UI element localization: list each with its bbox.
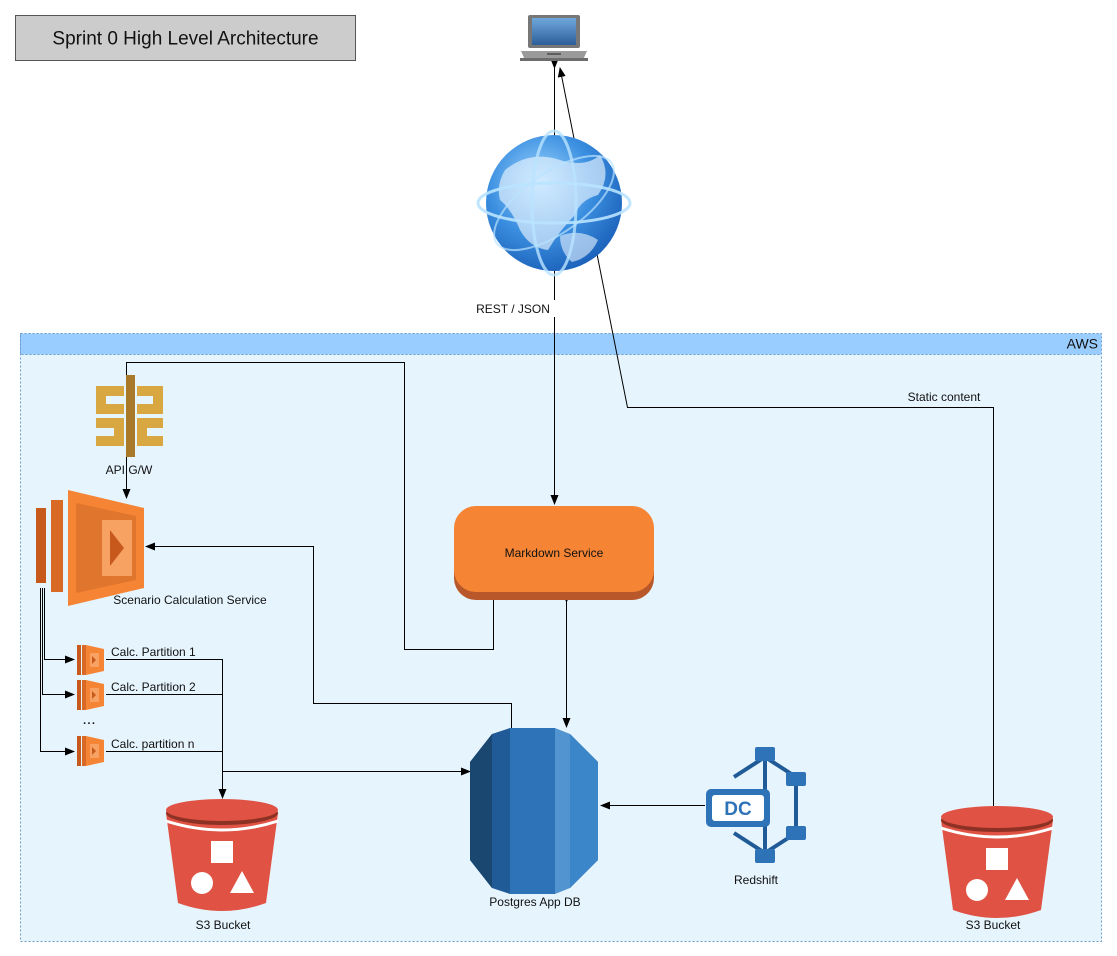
postgres-label: Postgres App DB	[489, 895, 580, 909]
laptop-icon	[520, 15, 588, 61]
partition-ellipsis: ...	[82, 711, 95, 728]
api-gateway-label: API G/W	[106, 463, 153, 477]
svg-text:Static content: Static content	[908, 390, 981, 404]
edge-scenario-to-partition-n	[40, 588, 75, 756]
s3-bucket-static-label: S3 Bucket	[966, 918, 1021, 932]
partition-n-label: Calc. partition n	[111, 737, 194, 751]
partition-2-label: Calc. Partition 2	[111, 680, 196, 694]
scenario-service-label: Scenario Calculation Service	[113, 593, 267, 607]
diagram-title: Sprint 0 High Level Architecture	[15, 15, 356, 61]
partition-1-label: Calc. Partition 1	[111, 645, 196, 659]
globe-icon	[476, 129, 632, 277]
edge-scenario-to-partition-2	[42, 588, 75, 699]
s3-bucket-icon	[939, 804, 1055, 920]
aws-group-label: AWS	[1067, 336, 1098, 352]
markdown-service-label: Markdown Service	[505, 546, 604, 560]
edge-scenario-to-partition-1	[44, 588, 75, 664]
redshift-label: Redshift	[734, 873, 779, 887]
rds-database-icon	[470, 728, 598, 894]
edge-label-rest-json: REST / JSON	[472, 300, 556, 317]
svg-text:REST / JSON: REST / JSON	[476, 302, 550, 316]
s3-bucket-icon	[164, 797, 280, 913]
edge-label-static-content: Static content	[898, 389, 990, 405]
svg-text:DC: DC	[724, 799, 752, 820]
redshift-dc-icon: DC	[706, 747, 806, 863]
api-gateway-icon	[96, 375, 163, 457]
lambda-icon	[36, 490, 144, 606]
diagram-title-text: Sprint 0 High Level Architecture	[52, 29, 318, 50]
s3-bucket-calc-label: S3 Bucket	[196, 918, 251, 932]
edge-partition-1-merge	[106, 659, 223, 752]
markdown-service-node: Markdown Service	[454, 506, 654, 600]
edge-postgres-to-scenario	[145, 542, 512, 728]
